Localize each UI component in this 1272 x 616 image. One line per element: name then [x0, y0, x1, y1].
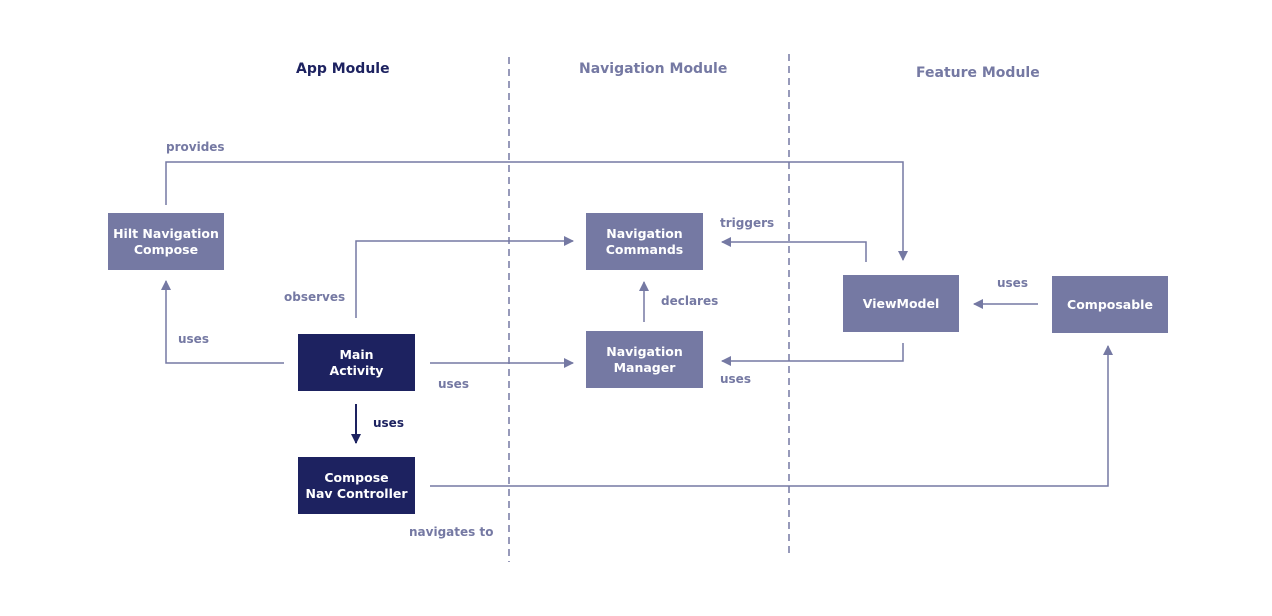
edge-hilt-provides-viewmodel	[165, 161, 908, 261]
module-title-navigation: Navigation Module	[579, 61, 728, 77]
edge-label-uses-navcontroller: uses	[373, 416, 404, 430]
edge-label-uses-vm-manager: uses	[720, 372, 751, 386]
edge-label-uses-hilt: uses	[178, 332, 209, 346]
node-compose-nav-controller: Compose Nav Controller	[298, 457, 415, 514]
edge-label-observes: observes	[284, 290, 346, 304]
node-navigation-commands: Navigation Commands	[586, 213, 703, 270]
module-title-app: App Module	[296, 61, 390, 77]
edge-label-navigates-to: navigates to	[409, 525, 494, 539]
edge-label-declares: declares	[661, 294, 719, 308]
edge-navcontroller-navigates-composable	[430, 345, 1113, 487]
node-main-activity: Main Activity	[298, 334, 415, 391]
edge-label-uses-manager: uses	[438, 377, 469, 391]
edge-viewmodel-uses-manager	[721, 343, 904, 366]
edge-label-uses-composable: uses	[997, 276, 1028, 290]
edge-label-provides: provides	[166, 140, 225, 154]
edge-viewmodel-triggers-commands	[721, 237, 867, 262]
node-composable: Composable	[1052, 276, 1168, 333]
node-hilt-navigation-compose: Hilt Navigation Compose	[108, 213, 224, 270]
edge-activity-observes-commands	[355, 236, 574, 318]
node-navigation-manager: Navigation Manager	[586, 331, 703, 388]
edge-activity-uses-hilt	[161, 280, 284, 364]
edge-label-triggers: triggers	[720, 216, 775, 230]
node-viewmodel: ViewModel	[843, 275, 959, 332]
module-title-feature: Feature Module	[916, 65, 1040, 81]
